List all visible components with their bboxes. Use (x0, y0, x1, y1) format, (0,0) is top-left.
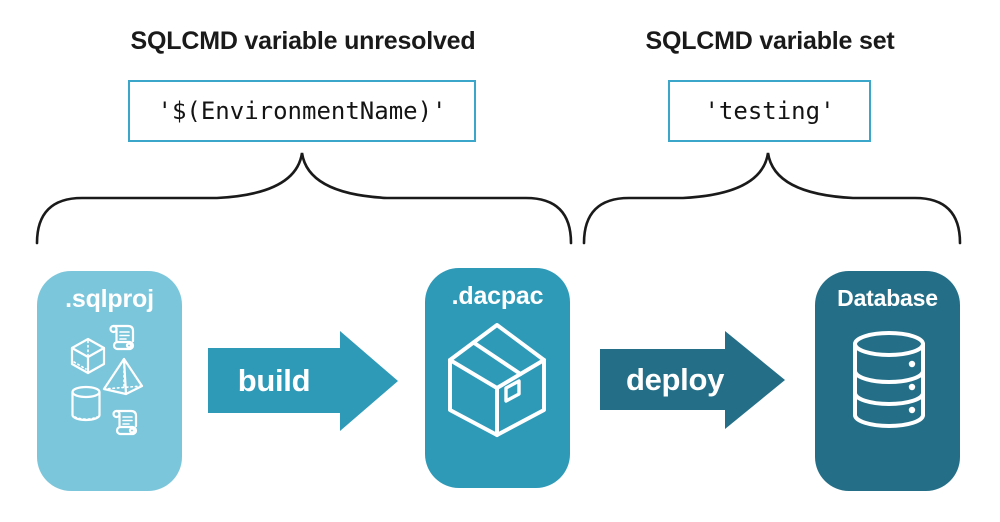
database-icon (853, 331, 925, 428)
resolved-code-box: 'testing' (668, 80, 871, 142)
node-sqlproj: .sqlproj (37, 271, 182, 491)
sql-objects-icon (70, 324, 144, 436)
package-icon (448, 323, 546, 437)
scroll-icon (109, 324, 135, 351)
scope-braces (35, 152, 962, 245)
unresolved-code-text: '$(EnvironmentName)' (157, 97, 447, 125)
build-arrow-label: build (237, 362, 311, 398)
unresolved-title: SQLCMD variable unresolved (130, 27, 476, 55)
cylinder-icon (71, 385, 101, 422)
brace-resolved-scope (582, 152, 962, 245)
cube-icon (70, 337, 106, 375)
resolved-title: SQLCMD variable set (645, 27, 895, 55)
node-dacpac-label: .dacpac (451, 282, 544, 310)
deploy-arrow-label: deploy (625, 361, 725, 397)
node-database-label: Database (837, 285, 938, 311)
scroll-icon (112, 409, 138, 436)
node-database: Database (815, 271, 960, 491)
build-arrow (208, 331, 398, 431)
brace-unresolved-scope (35, 152, 573, 245)
deploy-arrow (600, 331, 785, 429)
pyramid-icon (102, 357, 144, 396)
node-dacpac: .dacpac (425, 268, 570, 488)
resolved-code-text: 'testing' (704, 97, 835, 125)
unresolved-code-box: '$(EnvironmentName)' (128, 80, 476, 142)
node-sqlproj-label: .sqlproj (65, 285, 154, 313)
